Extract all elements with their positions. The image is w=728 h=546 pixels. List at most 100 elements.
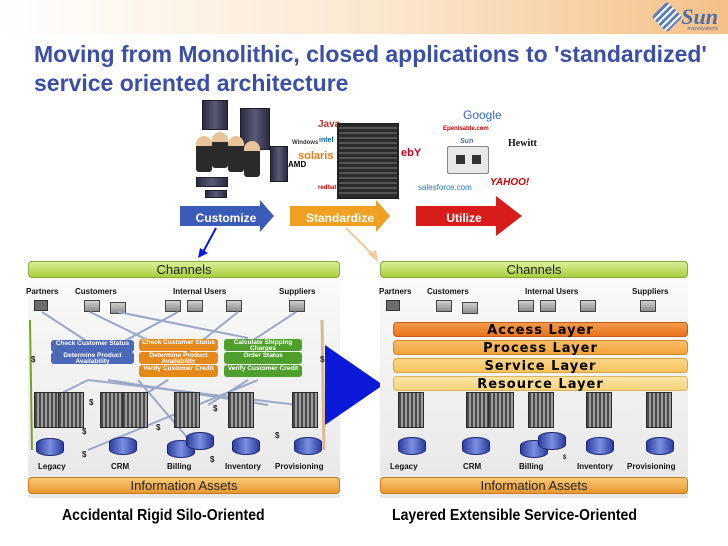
service-verify-credit: Verify Customer Credit xyxy=(224,365,302,377)
redhat-logo: redhat xyxy=(318,185,337,191)
database-icon xyxy=(294,437,322,455)
resource-layer: Resource Layer xyxy=(393,376,688,392)
pc-icon xyxy=(462,302,478,314)
intel-logo: intel xyxy=(319,137,334,144)
server-tower-icon xyxy=(586,392,612,428)
cost-marker: $ xyxy=(89,398,94,407)
pointer-arrow-right-head xyxy=(368,250,378,262)
pointer-arrow-left xyxy=(201,227,217,255)
pc-icon xyxy=(226,300,242,312)
pc-icon xyxy=(289,300,305,312)
database-icon xyxy=(186,432,214,450)
server-icon xyxy=(202,100,228,130)
pointer-arrow-left-head xyxy=(198,248,208,258)
amd-logo: AMD xyxy=(288,160,307,169)
left-channels-bar: Channels xyxy=(28,261,340,278)
pc-icon xyxy=(84,300,100,312)
standardized-server-rack-icon xyxy=(337,123,399,199)
left-user-suppliers: Suppliers xyxy=(279,287,316,296)
service-verify-credit: Verify Customer Credit xyxy=(139,365,218,377)
customize-arrow xyxy=(180,200,274,232)
right-system-crm: CRM xyxy=(463,462,482,471)
right-user-suppliers: Suppliers xyxy=(632,287,669,296)
terminal-icon xyxy=(386,300,400,311)
database-icon xyxy=(36,438,64,456)
left-system-inventory: Inventory xyxy=(225,462,262,471)
left-system-provisioning: Provisioning xyxy=(275,462,324,471)
pc-icon xyxy=(580,300,596,312)
left-caption: Accidental Rigid Silo-Oriented xyxy=(62,507,265,524)
right-information-assets-bar: Information Assets xyxy=(380,477,688,494)
right-system-legacy: Legacy xyxy=(390,462,418,471)
server-tower-icon xyxy=(646,392,672,428)
cost-marker: $ xyxy=(275,431,280,440)
pc-icon xyxy=(110,302,126,314)
database-icon xyxy=(586,437,614,455)
left-system-billing: Billing xyxy=(167,462,192,471)
sun-logo-text: Sun xyxy=(681,4,718,29)
cost-marker: $ xyxy=(31,355,36,364)
database-icon xyxy=(462,437,490,455)
ebay-logo: ebY xyxy=(401,147,422,159)
cost-marker: $ xyxy=(156,423,161,432)
sun-logo-subtext: microsystems xyxy=(687,26,718,32)
businessperson-icon xyxy=(196,136,212,172)
right-caption: Layered Extensible Service-Oriented xyxy=(392,507,637,524)
right-user-internal: Internal Users xyxy=(525,287,579,296)
standardize-arrow xyxy=(290,200,390,232)
service-check-customer-status: Check Customer Status xyxy=(51,340,134,352)
google-logo: Google xyxy=(463,108,502,122)
server-blade-icon xyxy=(205,190,227,198)
database-icon xyxy=(232,437,260,455)
service-calculate-shipping: Calculate Shipping Charges xyxy=(224,339,302,351)
database-icon xyxy=(538,432,566,450)
server-tower-icon xyxy=(174,392,200,428)
windows-logo: Windows xyxy=(292,140,319,146)
server-blade-icon xyxy=(196,177,228,187)
yahoo-logo: YAHOO! xyxy=(490,177,530,188)
cost-marker: $ xyxy=(320,355,325,364)
sun-small-logo: Sun xyxy=(460,138,474,145)
left-panel xyxy=(28,278,340,498)
right-system-billing: Billing xyxy=(519,462,544,471)
pc-icon xyxy=(640,300,656,312)
pc-icon xyxy=(540,300,556,312)
cost-marker: $ xyxy=(82,450,87,459)
right-channels-bar: Channels xyxy=(380,261,688,278)
database-icon xyxy=(646,437,674,455)
salesforce-logo: salesforce.com xyxy=(418,183,472,192)
left-user-internal: Internal Users xyxy=(173,287,227,296)
server-tower-icon xyxy=(398,392,424,428)
left-system-legacy: Legacy xyxy=(38,462,66,471)
step-standardize: Standardize xyxy=(305,211,374,225)
right-user-customers: Customers xyxy=(427,287,469,296)
header-bar xyxy=(0,0,728,34)
solaris-logo: solaris xyxy=(298,150,334,162)
right-system-inventory: Inventory xyxy=(577,462,614,471)
cost-marker: $ xyxy=(210,455,215,464)
businessperson-icon xyxy=(244,141,260,177)
pc-icon xyxy=(518,300,534,312)
service-determine-availability: Determine Product Availability xyxy=(51,352,134,364)
service-check-customer-status: Check Customer Status xyxy=(139,339,218,351)
access-layer: Access Layer xyxy=(393,322,688,338)
process-arrows xyxy=(180,196,522,262)
step-customize: Customize xyxy=(195,211,257,225)
epenisable-logo: Epenisable.com xyxy=(443,126,489,132)
cost-marker: $ xyxy=(213,404,218,413)
right-system-provisioning: Provisioning xyxy=(627,462,676,471)
process-layer: Process Layer xyxy=(393,340,688,356)
server-tower-icon xyxy=(270,146,288,182)
transition-arrow xyxy=(325,345,383,425)
pc-icon xyxy=(187,300,203,312)
server-tower-icon xyxy=(528,392,554,428)
left-user-customers: Customers xyxy=(75,287,117,296)
pc-icon xyxy=(436,300,452,312)
terminal-icon xyxy=(34,300,48,311)
pointer-arrow-right xyxy=(345,227,375,257)
right-user-partners: Partners xyxy=(379,287,412,296)
server-tower-icon xyxy=(292,392,318,428)
left-information-assets-bar: Information Assets xyxy=(28,477,340,494)
service-determine-availability: Determine Product Availability xyxy=(139,352,218,364)
database-icon xyxy=(398,437,426,455)
